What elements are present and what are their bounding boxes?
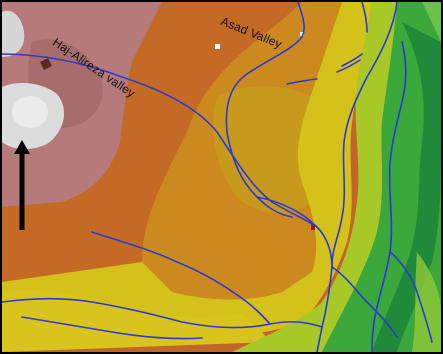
lime-edge: [412, 252, 441, 352]
marker-square-2: [300, 32, 304, 36]
lime-zone: [232, 2, 397, 352]
stream-right-low: [331, 266, 398, 338]
marker-red: [311, 224, 315, 230]
yellow-band: [2, 290, 272, 352]
stream-short-1: [286, 78, 318, 85]
stream-short-3: [341, 53, 363, 67]
stream-left-low: [91, 231, 271, 325]
dark-rock-patch: [40, 58, 52, 70]
stream-small-mid: [256, 196, 293, 218]
stream-network: [2, 2, 433, 352]
light-green-zone: [422, 2, 441, 42]
marker-square-1: [215, 44, 220, 49]
stream-right-fork: [361, 2, 368, 33]
terrain-surface: [2, 2, 441, 352]
stream-main: [316, 226, 333, 352]
stream-bottom-2: [21, 316, 203, 340]
stream-right-low-2: [389, 251, 433, 343]
snow-highlight: [12, 96, 48, 128]
snow-patch-top: [2, 10, 25, 57]
ochre-zone: [213, 86, 331, 213]
stream-far-right: [371, 41, 407, 352]
north-arrow-icon: [14, 140, 30, 230]
stream-short-2: [336, 59, 361, 73]
stream-right-upper: [331, 2, 398, 268]
stream-asad: [225, 2, 318, 228]
stream-bottom: [2, 297, 323, 329]
orange-brown-zone: [2, 2, 302, 282]
pink-zone: [2, 2, 162, 207]
stream-haj-alireza: [2, 53, 318, 228]
